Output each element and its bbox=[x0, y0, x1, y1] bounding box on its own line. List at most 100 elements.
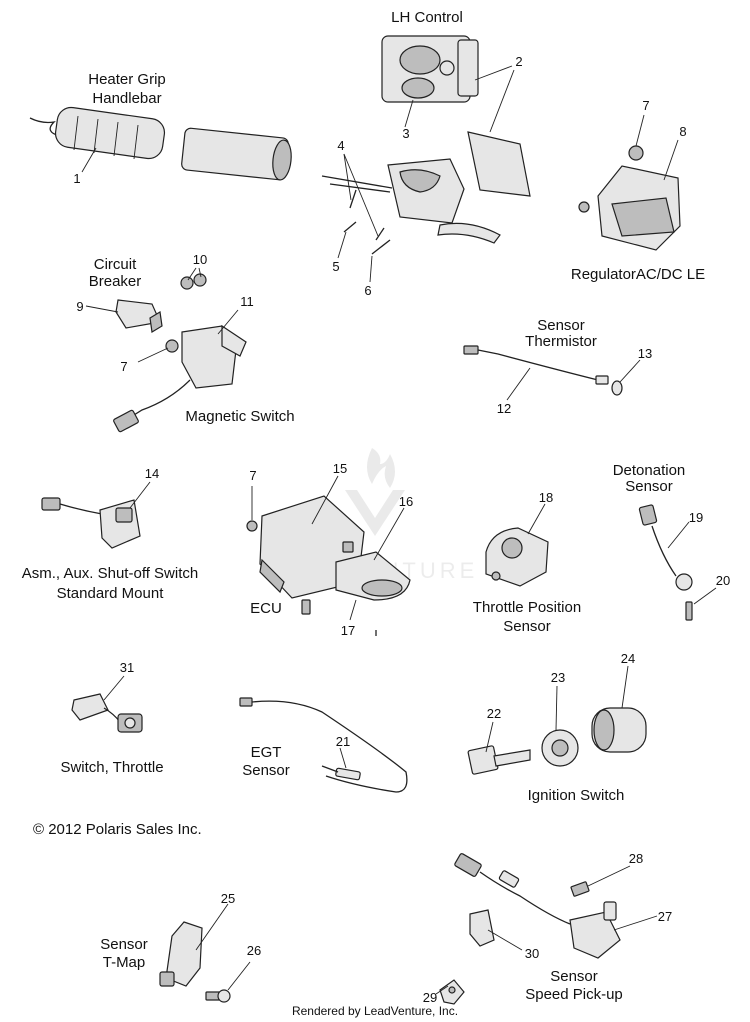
speed-sensor-label-line1: Sensor bbox=[550, 968, 598, 985]
callout-11: 11 bbox=[240, 294, 254, 309]
callout-30: 30 bbox=[525, 946, 539, 961]
leader-8 bbox=[663, 139, 679, 181]
callout-16: 16 bbox=[399, 494, 413, 509]
callout-10: 10 bbox=[193, 252, 207, 267]
callout-5: 5 bbox=[332, 259, 339, 274]
circuit-breaker-label-line2: Breaker bbox=[89, 273, 142, 290]
callout-26: 26 bbox=[247, 943, 261, 958]
leader-27 bbox=[613, 915, 658, 931]
callout-7a: 7 bbox=[642, 98, 649, 113]
speed-sensor-part bbox=[439, 853, 621, 1005]
ecu-part bbox=[246, 495, 411, 636]
sensor-thermistor-label-line1: Sensor bbox=[537, 317, 585, 334]
leader-31 bbox=[103, 675, 125, 701]
magnetic-switch-label: Magnetic Switch bbox=[185, 408, 294, 425]
sensor-tmap-part bbox=[159, 921, 231, 1003]
heater-grip-label-line1: Heater Grip bbox=[88, 71, 166, 88]
leader-4a bbox=[343, 153, 352, 201]
callout-21: 21 bbox=[336, 734, 350, 749]
callout-31: 31 bbox=[120, 660, 134, 675]
callout-18: 18 bbox=[539, 490, 553, 505]
leader-23 bbox=[555, 685, 558, 731]
leader-7a bbox=[635, 114, 645, 147]
footer-credit: Rendered by LeadVenture, Inc. bbox=[292, 1004, 458, 1018]
leader-13 bbox=[619, 359, 641, 383]
callout-17: 17 bbox=[341, 623, 355, 638]
leader-25 bbox=[195, 903, 229, 951]
detonation-sensor-part bbox=[638, 504, 693, 621]
speed-sensor-label-line2: Speed Pick-up bbox=[525, 986, 623, 1003]
callout-24: 24 bbox=[621, 651, 635, 666]
leader-5 bbox=[337, 231, 347, 259]
leader-11 bbox=[217, 309, 239, 335]
callout-15: 15 bbox=[333, 461, 347, 476]
callout-19: 19 bbox=[689, 510, 703, 525]
callout-28: 28 bbox=[629, 851, 643, 866]
egt-label-line1: EGT bbox=[251, 744, 282, 761]
leader-16 bbox=[373, 507, 405, 561]
sensor-thermistor-part bbox=[463, 345, 623, 396]
callout-9: 9 bbox=[76, 299, 83, 314]
leader-14 bbox=[129, 481, 151, 509]
callout-12: 12 bbox=[497, 401, 511, 416]
leader-19 bbox=[667, 521, 690, 549]
callout-7b: 7 bbox=[120, 359, 127, 374]
leader-4b bbox=[343, 153, 379, 237]
leader-24 bbox=[621, 665, 629, 709]
callout-14: 14 bbox=[145, 466, 159, 481]
leader-2a bbox=[474, 65, 513, 81]
circuit-breaker-label-line1: Circuit bbox=[94, 256, 137, 273]
switch-throttle-label: Switch, Throttle bbox=[60, 759, 163, 776]
throttle-position-label-line2: Sensor bbox=[503, 618, 551, 635]
lh-control-label: LH Control bbox=[391, 9, 463, 26]
callout-7c: 7 bbox=[249, 468, 256, 483]
tmap-label-line1: Sensor bbox=[100, 936, 148, 953]
lh-control-part bbox=[321, 35, 531, 255]
callout-23: 23 bbox=[551, 670, 565, 685]
tmap-label-line2: T-Map bbox=[103, 954, 146, 971]
leader-6 bbox=[369, 255, 373, 283]
leader-9 bbox=[85, 305, 119, 313]
aux-switch-label-line1: Asm., Aux. Shut-off Switch bbox=[22, 565, 198, 582]
aux-switch-label-line2: Standard Mount bbox=[57, 585, 165, 602]
leader-7b bbox=[137, 347, 169, 363]
callout-6: 6 bbox=[364, 283, 371, 298]
ignition-switch-label: Ignition Switch bbox=[528, 787, 625, 804]
circuit-breaker-part bbox=[115, 299, 163, 333]
callout-27: 27 bbox=[658, 909, 672, 924]
heater-grip-part bbox=[29, 106, 292, 181]
leader-10b bbox=[198, 267, 202, 278]
leader-18 bbox=[527, 503, 546, 535]
callout-1: 1 bbox=[73, 171, 80, 186]
copyright-text: © 2012 Polaris Sales Inc. bbox=[33, 821, 202, 838]
switch-throttle-part bbox=[71, 693, 143, 733]
ignition-switch-part bbox=[467, 707, 647, 775]
callout-20: 20 bbox=[716, 573, 730, 588]
callout-2: 2 bbox=[515, 54, 522, 69]
throttle-position-label-line1: Throttle Position bbox=[473, 599, 581, 616]
regulator-part bbox=[578, 145, 681, 251]
callout-8: 8 bbox=[679, 124, 686, 139]
leader-3 bbox=[404, 99, 414, 128]
callout-22: 22 bbox=[487, 706, 501, 721]
regulator-label: RegulatorAC/DC LE bbox=[571, 266, 705, 283]
callout-13: 13 bbox=[638, 346, 652, 361]
callout-25: 25 bbox=[221, 891, 235, 906]
magnetic-switch-part bbox=[113, 273, 247, 433]
leader-12 bbox=[506, 367, 531, 401]
aux-shutoff-switch-part bbox=[41, 497, 141, 549]
egt-sensor-part bbox=[239, 697, 408, 793]
callout-3: 3 bbox=[402, 126, 409, 141]
egt-label-line2: Sensor bbox=[242, 762, 290, 779]
callout-29: 29 bbox=[423, 990, 437, 1005]
leader-2b bbox=[489, 69, 515, 133]
leader-20 bbox=[693, 587, 717, 605]
detonation-label-line2: Sensor bbox=[625, 478, 673, 495]
leader-26 bbox=[227, 961, 251, 991]
leader-30 bbox=[487, 929, 523, 951]
leader-21 bbox=[339, 747, 347, 769]
leader-10a bbox=[187, 267, 197, 281]
leader-22 bbox=[485, 721, 494, 753]
leader-28 bbox=[587, 865, 631, 887]
